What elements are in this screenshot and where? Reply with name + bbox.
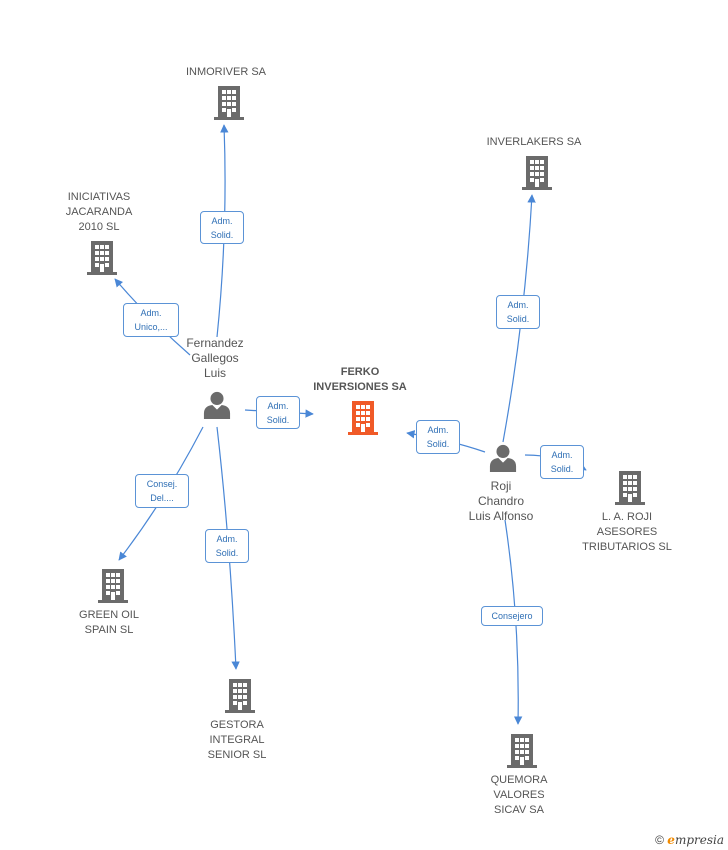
company-label-inverlakers[interactable]: INVERLAKERS SA [486,136,582,148]
company-label-quemora[interactable]: QUEMORA VALORES SICAV SA [490,774,548,816]
person-icon-roji[interactable] [489,444,517,472]
brand-logo-text: mpresia [674,833,724,847]
edge-label-roji-ferko: Adm. Solid. [416,420,460,454]
building-icon-inverlakers[interactable] [522,156,552,190]
building-icon-inmoriver[interactable] [214,86,244,120]
edge-label-fernandez-iniciativas: Adm. Unico,... [123,303,179,337]
copyright-icon: © [655,833,664,847]
empresia-watermark: © empresia [655,833,724,847]
building-icon-iniciativas[interactable] [87,241,117,275]
company-label-greenoil[interactable]: GREEN OIL SPAIN SL [79,609,139,636]
company-label-gestora[interactable]: GESTORA INTEGRAL SENIOR SL [207,719,267,761]
edge-label-fernandez-ferko: Adm. Solid. [256,396,300,429]
company-label-iniciativas[interactable]: INICIATIVAS JACARANDA 2010 SL [65,191,133,233]
company-label-ferko[interactable]: FERKO INVERSIONES SA [313,366,407,393]
building-icon-laroji[interactable] [615,471,645,505]
building-icon-quemora[interactable] [507,734,537,768]
person-label-fernandez[interactable]: Fernandez Gallegos Luis [186,336,244,380]
person-label-roji[interactable]: Roji Chandro Luis Alfonso [468,479,534,523]
company-label-inmoriver[interactable]: INMORIVER SA [185,66,267,78]
brand-logo-e: e [667,833,675,847]
building-icon-ferko[interactable] [348,401,378,435]
edge-label-fernandez-gestora: Adm. Solid. [205,529,249,563]
building-icon-greenoil[interactable] [98,569,128,603]
building-icon-gestora[interactable] [225,679,255,713]
edge-label-fernandez-greenoil: Consej. Del.... [135,474,189,508]
edge-label-roji-quemora: Consejero [481,606,543,626]
person-icon-fernandez[interactable] [203,391,231,419]
edge-label-roji-laroji: Adm. Solid. [540,445,584,479]
edge-label-roji-inverlakers: Adm. Solid. [496,295,540,329]
edge-label-fernandez-inmoriver: Adm. Solid. [200,211,244,244]
company-label-laroji[interactable]: L. A. ROJI ASESORES TRIBUTARIOS SL [582,511,672,553]
